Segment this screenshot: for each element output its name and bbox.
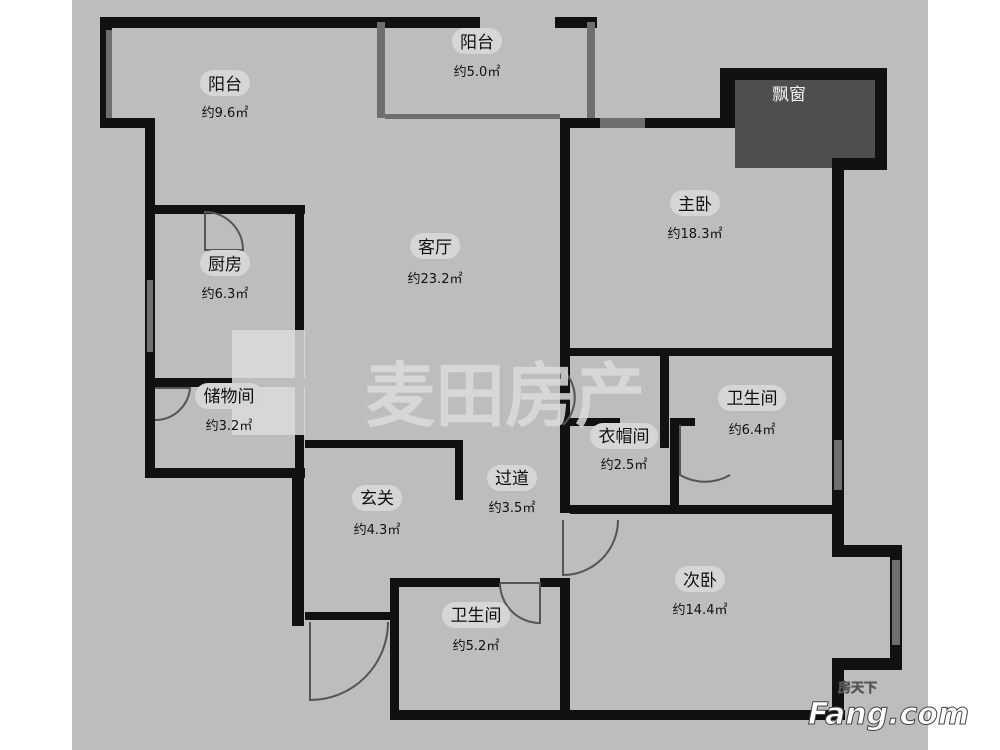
room-name: 衣帽间 bbox=[599, 427, 650, 447]
room-name: 厨房 bbox=[208, 255, 242, 275]
room-hallway: 过道 约3.5㎡ bbox=[487, 465, 537, 516]
brand-logo: 房天下 Fang.com bbox=[808, 680, 970, 733]
watermark-text: 麦田房产 bbox=[365, 355, 645, 437]
room-area: 约6.3㎡ bbox=[202, 287, 249, 302]
room-walk-in-closet: 衣帽间 约2.5㎡ bbox=[590, 423, 658, 473]
room-area: 约6.4㎡ bbox=[729, 423, 776, 438]
room-living-room: 客厅 约23.2㎡ bbox=[408, 233, 463, 287]
room-name: 次卧 bbox=[683, 571, 717, 591]
room-name: 卫生间 bbox=[451, 606, 502, 626]
room-name: 卫生间 bbox=[727, 389, 778, 409]
room-second-bedroom: 次卧 约14.4㎡ bbox=[673, 566, 728, 618]
room-area: 约23.2㎡ bbox=[408, 272, 463, 287]
bay-window-area bbox=[735, 68, 880, 168]
room-area: 约9.6㎡ bbox=[202, 106, 249, 121]
room-name: 储物间 bbox=[204, 387, 255, 407]
room-area: 约5.2㎡ bbox=[453, 639, 500, 654]
room-area: 约2.5㎡ bbox=[601, 458, 648, 473]
room-area: 约14.4㎡ bbox=[673, 603, 728, 618]
room-guest-bathroom: 卫生间 约5.2㎡ bbox=[442, 602, 510, 654]
room-area: 约5.0㎡ bbox=[454, 65, 501, 80]
room-labels: 阳台 约5.0㎡ 阳台 约9.6㎡ 飘窗 主卧 约18.3㎡ 客厅 约23.2㎡… bbox=[195, 28, 806, 654]
room-name: 阳台 bbox=[460, 33, 494, 53]
windows bbox=[106, 22, 900, 645]
brand-big-text: Fang.com bbox=[808, 697, 969, 732]
room-name: 过道 bbox=[495, 469, 529, 489]
brand-small-text: 房天下 bbox=[838, 680, 877, 696]
door-swings bbox=[154, 210, 731, 702]
room-name: 玄关 bbox=[360, 489, 394, 509]
room-balcony-west: 阳台 约9.6㎡ bbox=[200, 70, 250, 121]
room-name: 阳台 bbox=[208, 75, 242, 95]
room-name: 飘窗 bbox=[772, 85, 806, 105]
room-area: 约3.5㎡ bbox=[489, 501, 536, 516]
room-storage: 储物间 约3.2㎡ bbox=[195, 383, 263, 434]
room-name: 主卧 bbox=[678, 195, 712, 215]
room-area: 约3.2㎡ bbox=[206, 419, 253, 434]
room-entrance: 玄关 约4.3㎡ bbox=[352, 485, 402, 538]
room-master-bathroom: 卫生间 约6.4㎡ bbox=[718, 385, 786, 438]
room-master-bedroom: 主卧 约18.3㎡ bbox=[668, 190, 723, 242]
room-area: 约4.3㎡ bbox=[354, 523, 401, 538]
room-area: 约18.3㎡ bbox=[668, 227, 723, 242]
room-kitchen: 厨房 约6.3㎡ bbox=[200, 250, 250, 302]
room-name: 客厅 bbox=[418, 238, 452, 258]
room-balcony-north: 阳台 约5.0㎡ bbox=[452, 28, 502, 80]
room-bay-window: 飘窗 bbox=[772, 85, 806, 105]
